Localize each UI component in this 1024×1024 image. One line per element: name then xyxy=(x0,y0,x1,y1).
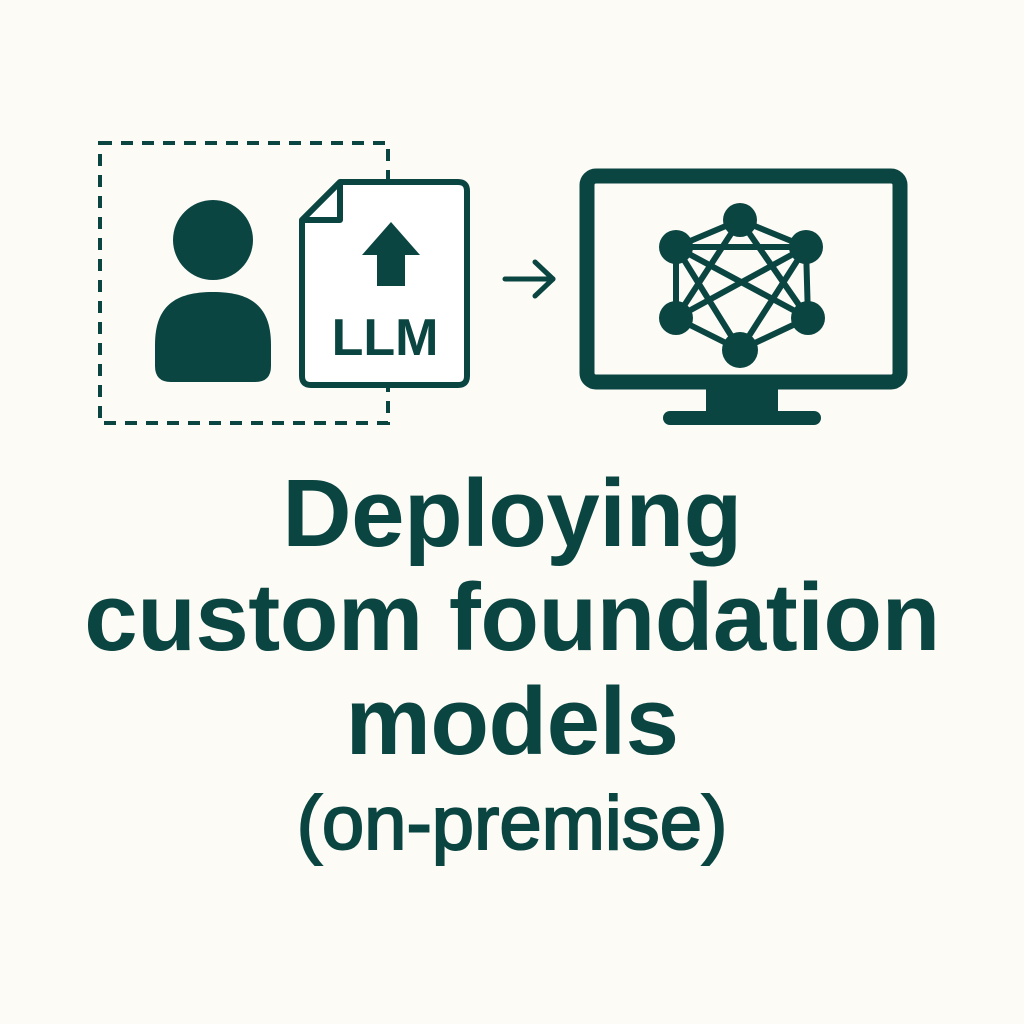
title-line-3: models xyxy=(345,668,679,775)
neural-network-icon xyxy=(659,203,825,368)
network-node xyxy=(789,230,823,264)
title-block: Deploying custom foundation models (on-p… xyxy=(0,462,1024,874)
title-line-2: custom foundation xyxy=(84,564,940,671)
subtitle: (on-premise) xyxy=(296,780,729,867)
network-node xyxy=(659,301,693,335)
person-icon xyxy=(155,200,271,382)
network-node xyxy=(723,203,757,237)
upload-arrow-icon xyxy=(362,222,420,286)
file-upload-icon: LLM xyxy=(299,179,470,388)
illustration: LLM xyxy=(98,141,908,425)
monitor-icon xyxy=(579,168,908,425)
document-label: LLM xyxy=(332,309,439,367)
arrow-right-icon xyxy=(502,259,556,299)
network-node xyxy=(659,230,693,264)
title-line-1: Deploying xyxy=(282,460,742,567)
network-node xyxy=(791,301,825,335)
network-node xyxy=(722,332,758,368)
